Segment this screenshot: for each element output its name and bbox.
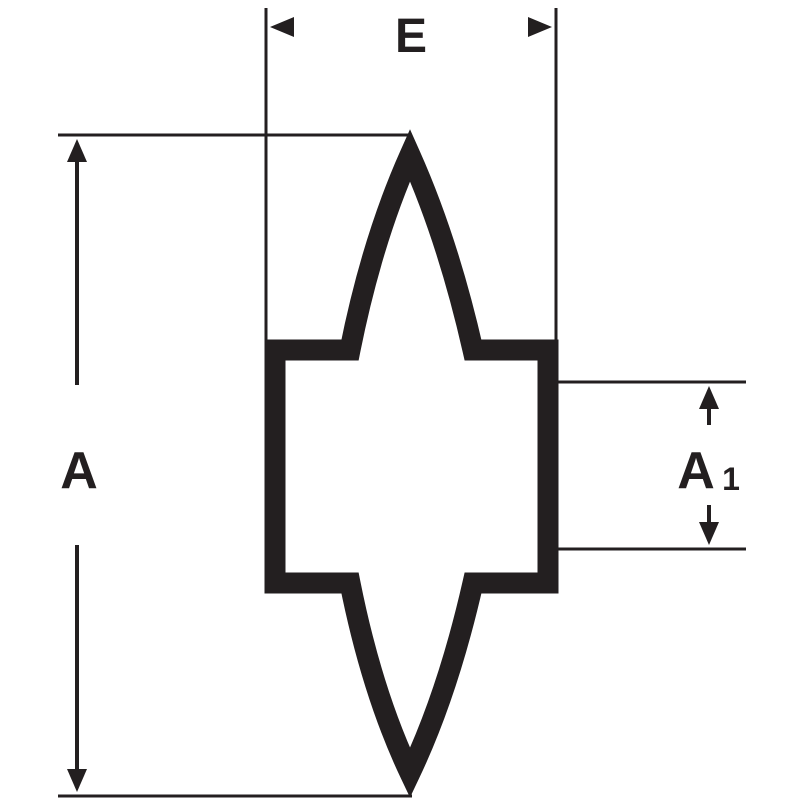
e-arrow-left <box>270 17 294 37</box>
a1-arrow-top <box>699 386 719 409</box>
e-arrow-right <box>528 17 552 37</box>
label-e: E <box>395 10 427 63</box>
a-arrow-top <box>67 139 87 162</box>
label-a1-subscript: 1 <box>722 461 740 497</box>
a1-arrow-bottom <box>699 522 719 545</box>
profile-outline <box>264 129 559 798</box>
a-arrow-bottom <box>67 769 87 792</box>
label-a: A <box>60 442 98 500</box>
label-a1-main: A <box>677 442 715 500</box>
